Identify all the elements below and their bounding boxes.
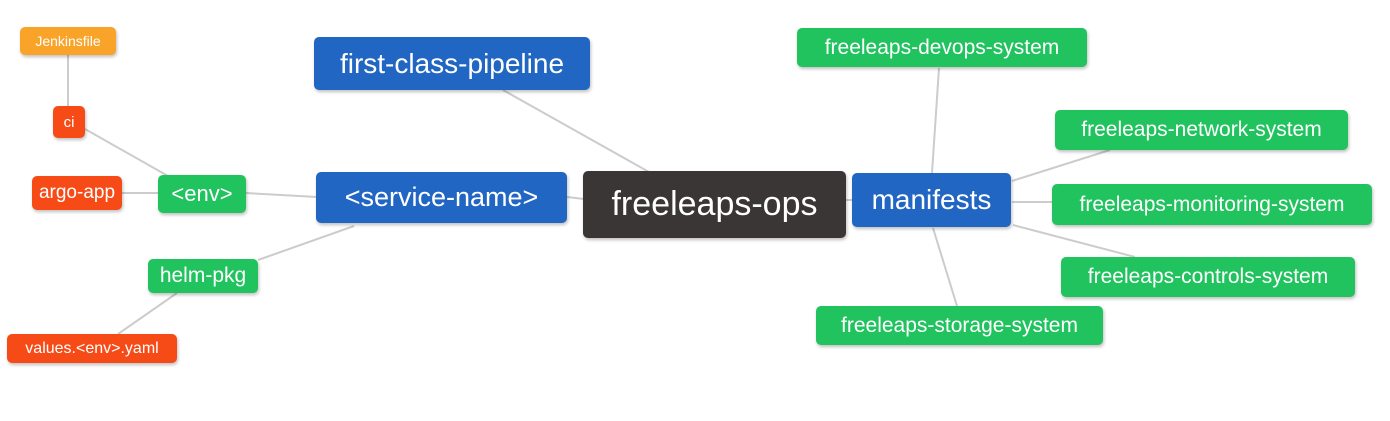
edge-service-name-helm-pkg — [257, 225, 355, 261]
node-values-env-yaml[interactable]: values.<env>.yaml — [7, 334, 177, 363]
node-service-name[interactable]: <service-name> — [316, 172, 567, 223]
node-ci[interactable]: ci — [53, 106, 85, 138]
node-freeleaps-monitoring-system[interactable]: freeleaps-monitoring-system — [1052, 184, 1372, 225]
edge-manifests-devops — [931, 67, 940, 174]
edge-manifests-network — [1011, 149, 1111, 182]
node-manifests[interactable]: manifests — [852, 173, 1011, 227]
node-helm-pkg[interactable]: helm-pkg — [148, 259, 258, 293]
node-freeleaps-ops[interactable]: freeleaps-ops — [583, 171, 846, 238]
edge-helm-pkg-values — [117, 292, 178, 335]
edge-manifests-controls — [1012, 224, 1136, 258]
edge-ci-env — [84, 128, 169, 177]
node-argo-app[interactable]: argo-app — [32, 176, 122, 210]
edge-pipeline-freeleaps-ops — [502, 89, 650, 173]
node-env[interactable]: <env> — [158, 175, 246, 213]
node-freeleaps-controls-system[interactable]: freeleaps-controls-system — [1061, 257, 1355, 297]
edge-env-service-name — [245, 192, 318, 198]
node-jenkinsfile[interactable]: Jenkinsfile — [20, 27, 116, 55]
node-freeleaps-devops-system[interactable]: freeleaps-devops-system — [797, 28, 1087, 67]
node-freeleaps-storage-system[interactable]: freeleaps-storage-system — [816, 306, 1103, 345]
node-first-class-pipeline[interactable]: first-class-pipeline — [314, 37, 590, 90]
node-freeleaps-network-system[interactable]: freeleaps-network-system — [1055, 110, 1348, 150]
edge-service-name-freeleaps-ops — [566, 196, 585, 200]
edge-manifests-storage — [932, 227, 958, 307]
